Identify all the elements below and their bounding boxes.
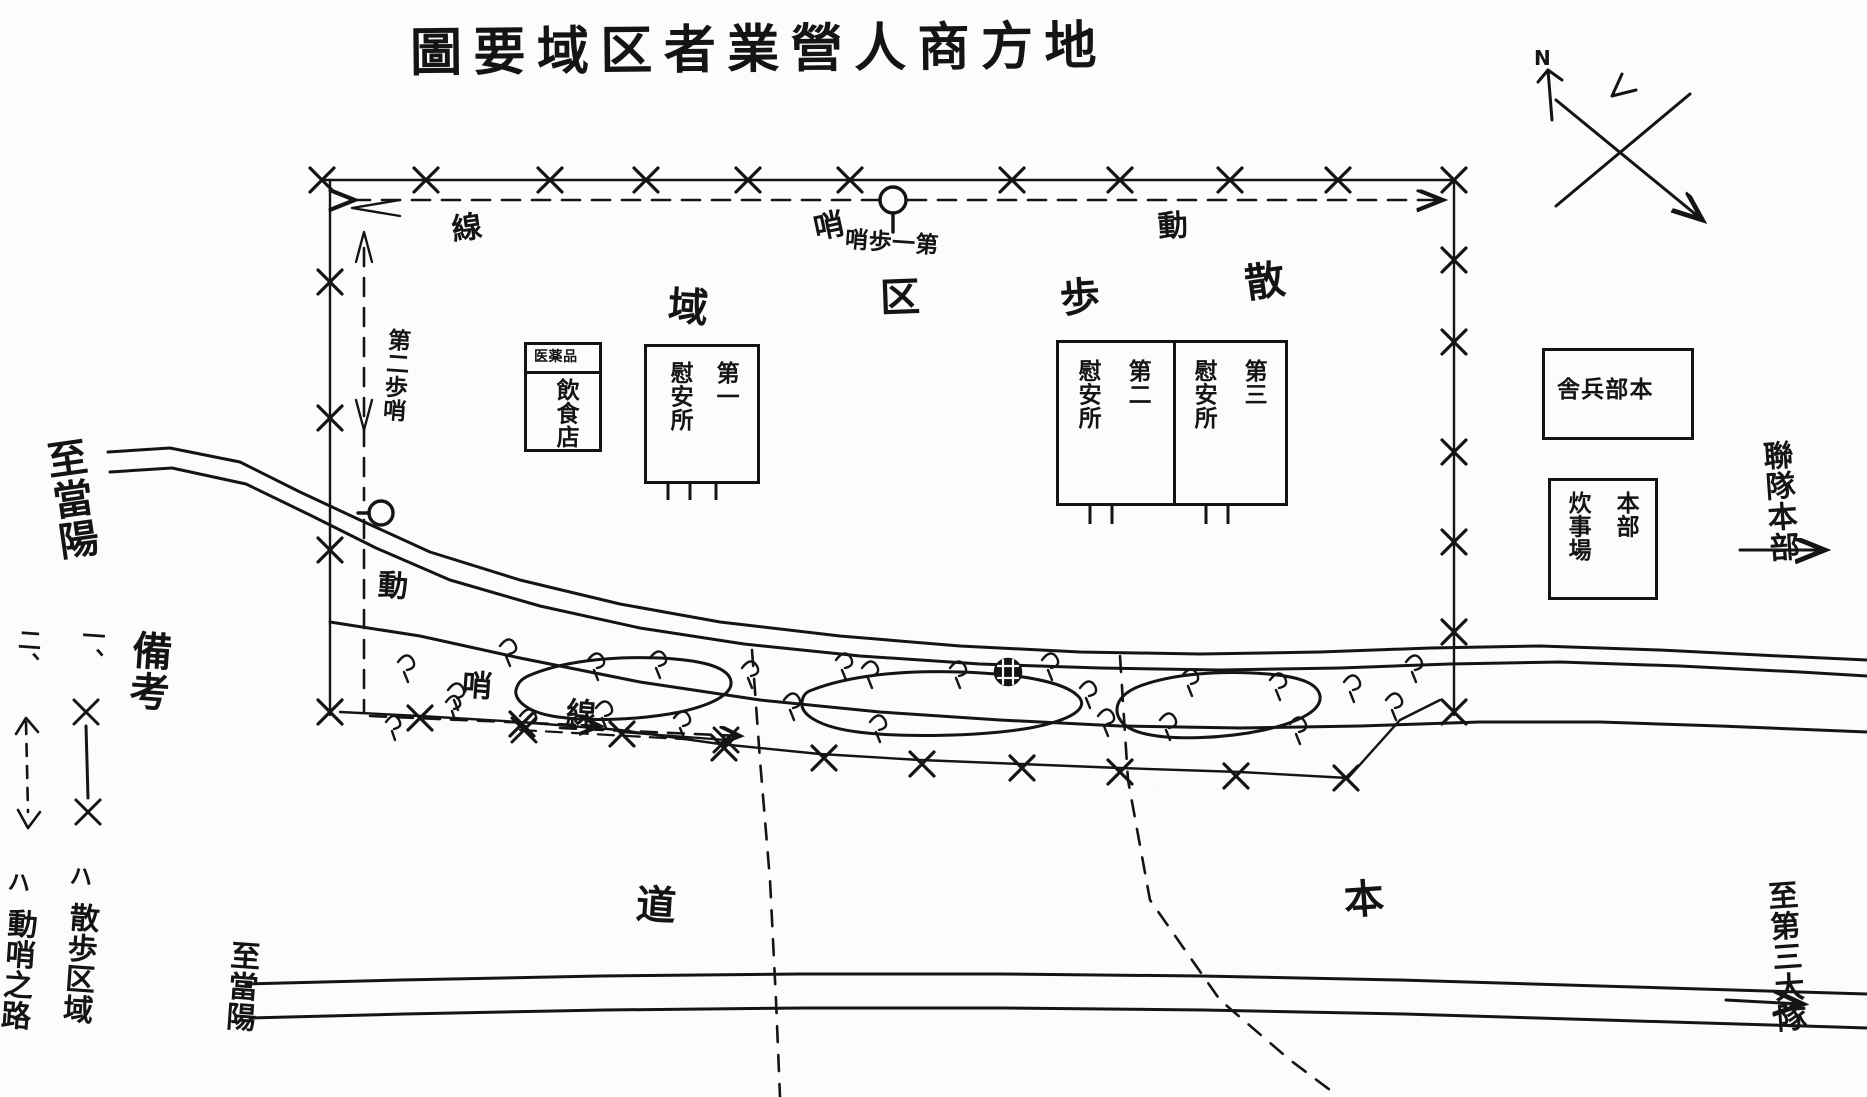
comfort-station-3-label: 慰安所 xyxy=(1190,359,1217,430)
walking-area-left-boundary xyxy=(316,178,344,726)
block-divider xyxy=(1173,343,1176,503)
comfort-station-3-ordinal: 第三 xyxy=(1240,359,1267,406)
legend: 備考 一、 ハ 散歩区域 二、 ハ 動哨之路 xyxy=(0,612,200,1072)
field-boundary-right xyxy=(1118,654,1332,1092)
box-divider xyxy=(527,371,599,374)
headquarters-barracks-box[interactable]: 舎兵部本 xyxy=(1542,348,1694,440)
destination-arrow-third-battalion xyxy=(1724,1000,1800,1004)
legend-item-2-symbol xyxy=(14,716,42,830)
river-upper xyxy=(106,446,1867,678)
legend-item-2-particle: ハ xyxy=(2,869,30,895)
comfort-station-2-ordinal: 第二 xyxy=(1124,359,1151,406)
north-arrow-glyph xyxy=(1536,68,1700,218)
patrol-route-top-arrow-left xyxy=(350,198,402,218)
legend-item-2-number: 二、 xyxy=(11,627,41,676)
comfort-station-2-label: 慰安所 xyxy=(1074,359,1101,430)
headquarters-barracks-label: 舎兵部本 xyxy=(1557,377,1654,403)
walking-area-top-boundary xyxy=(308,166,1468,194)
legend-item-1-particle: ハ xyxy=(64,863,92,889)
headquarters-kitchen-ordinal: 本部 xyxy=(1612,491,1639,538)
bottom-road-label-2: 本 xyxy=(1342,875,1387,925)
headquarters-kitchen-label: 炊事場 xyxy=(1564,491,1591,562)
medicine-restaurant-body: 飲食店 xyxy=(552,378,579,449)
bottom-road-label: 道 xyxy=(634,881,679,931)
bottom-road xyxy=(244,972,1867,1030)
patrol-route-lower xyxy=(368,714,740,736)
legend-item-1-meaning: 散歩区域 xyxy=(56,900,100,1026)
vegetation-marks xyxy=(384,638,1424,746)
destination-to-dangyang-lower: 至當陽 xyxy=(219,938,261,1033)
north-arrow-label: N xyxy=(1534,46,1552,70)
comfort-station-1-label: 慰安所 xyxy=(666,361,693,432)
comfort-station-1-box[interactable]: 第一 慰安所 xyxy=(644,344,760,484)
medicine-restaurant-header: 医薬品 xyxy=(534,349,578,365)
comfort-station-1-ordinal: 第一 xyxy=(712,361,739,408)
walking-area-right-boundary xyxy=(1440,178,1468,726)
legend-item-1-number: 一、 xyxy=(75,623,105,672)
patrol-route-left-arrowheads xyxy=(354,230,374,432)
comfort-station-2-3-block[interactable]: 第三 慰安所 第二 慰安所 xyxy=(1056,340,1288,506)
sandbar-island-3 xyxy=(1115,671,1322,740)
field-boundary-left xyxy=(750,648,782,1097)
legend-item-2-meaning: 動哨之路 xyxy=(0,906,38,1032)
headquarters-kitchen-box[interactable]: 本部 炊事場 xyxy=(1548,478,1658,600)
well-symbol xyxy=(993,657,1023,687)
sandbar-island-2 xyxy=(800,670,1084,737)
medicine-restaurant-box[interactable]: 医薬品 飲食店 xyxy=(524,342,602,452)
destination-to-regiment-hq: 聯隊本部 xyxy=(1756,438,1800,564)
river-lower-bank xyxy=(328,620,1867,734)
legend-item-1-symbol xyxy=(72,698,102,826)
